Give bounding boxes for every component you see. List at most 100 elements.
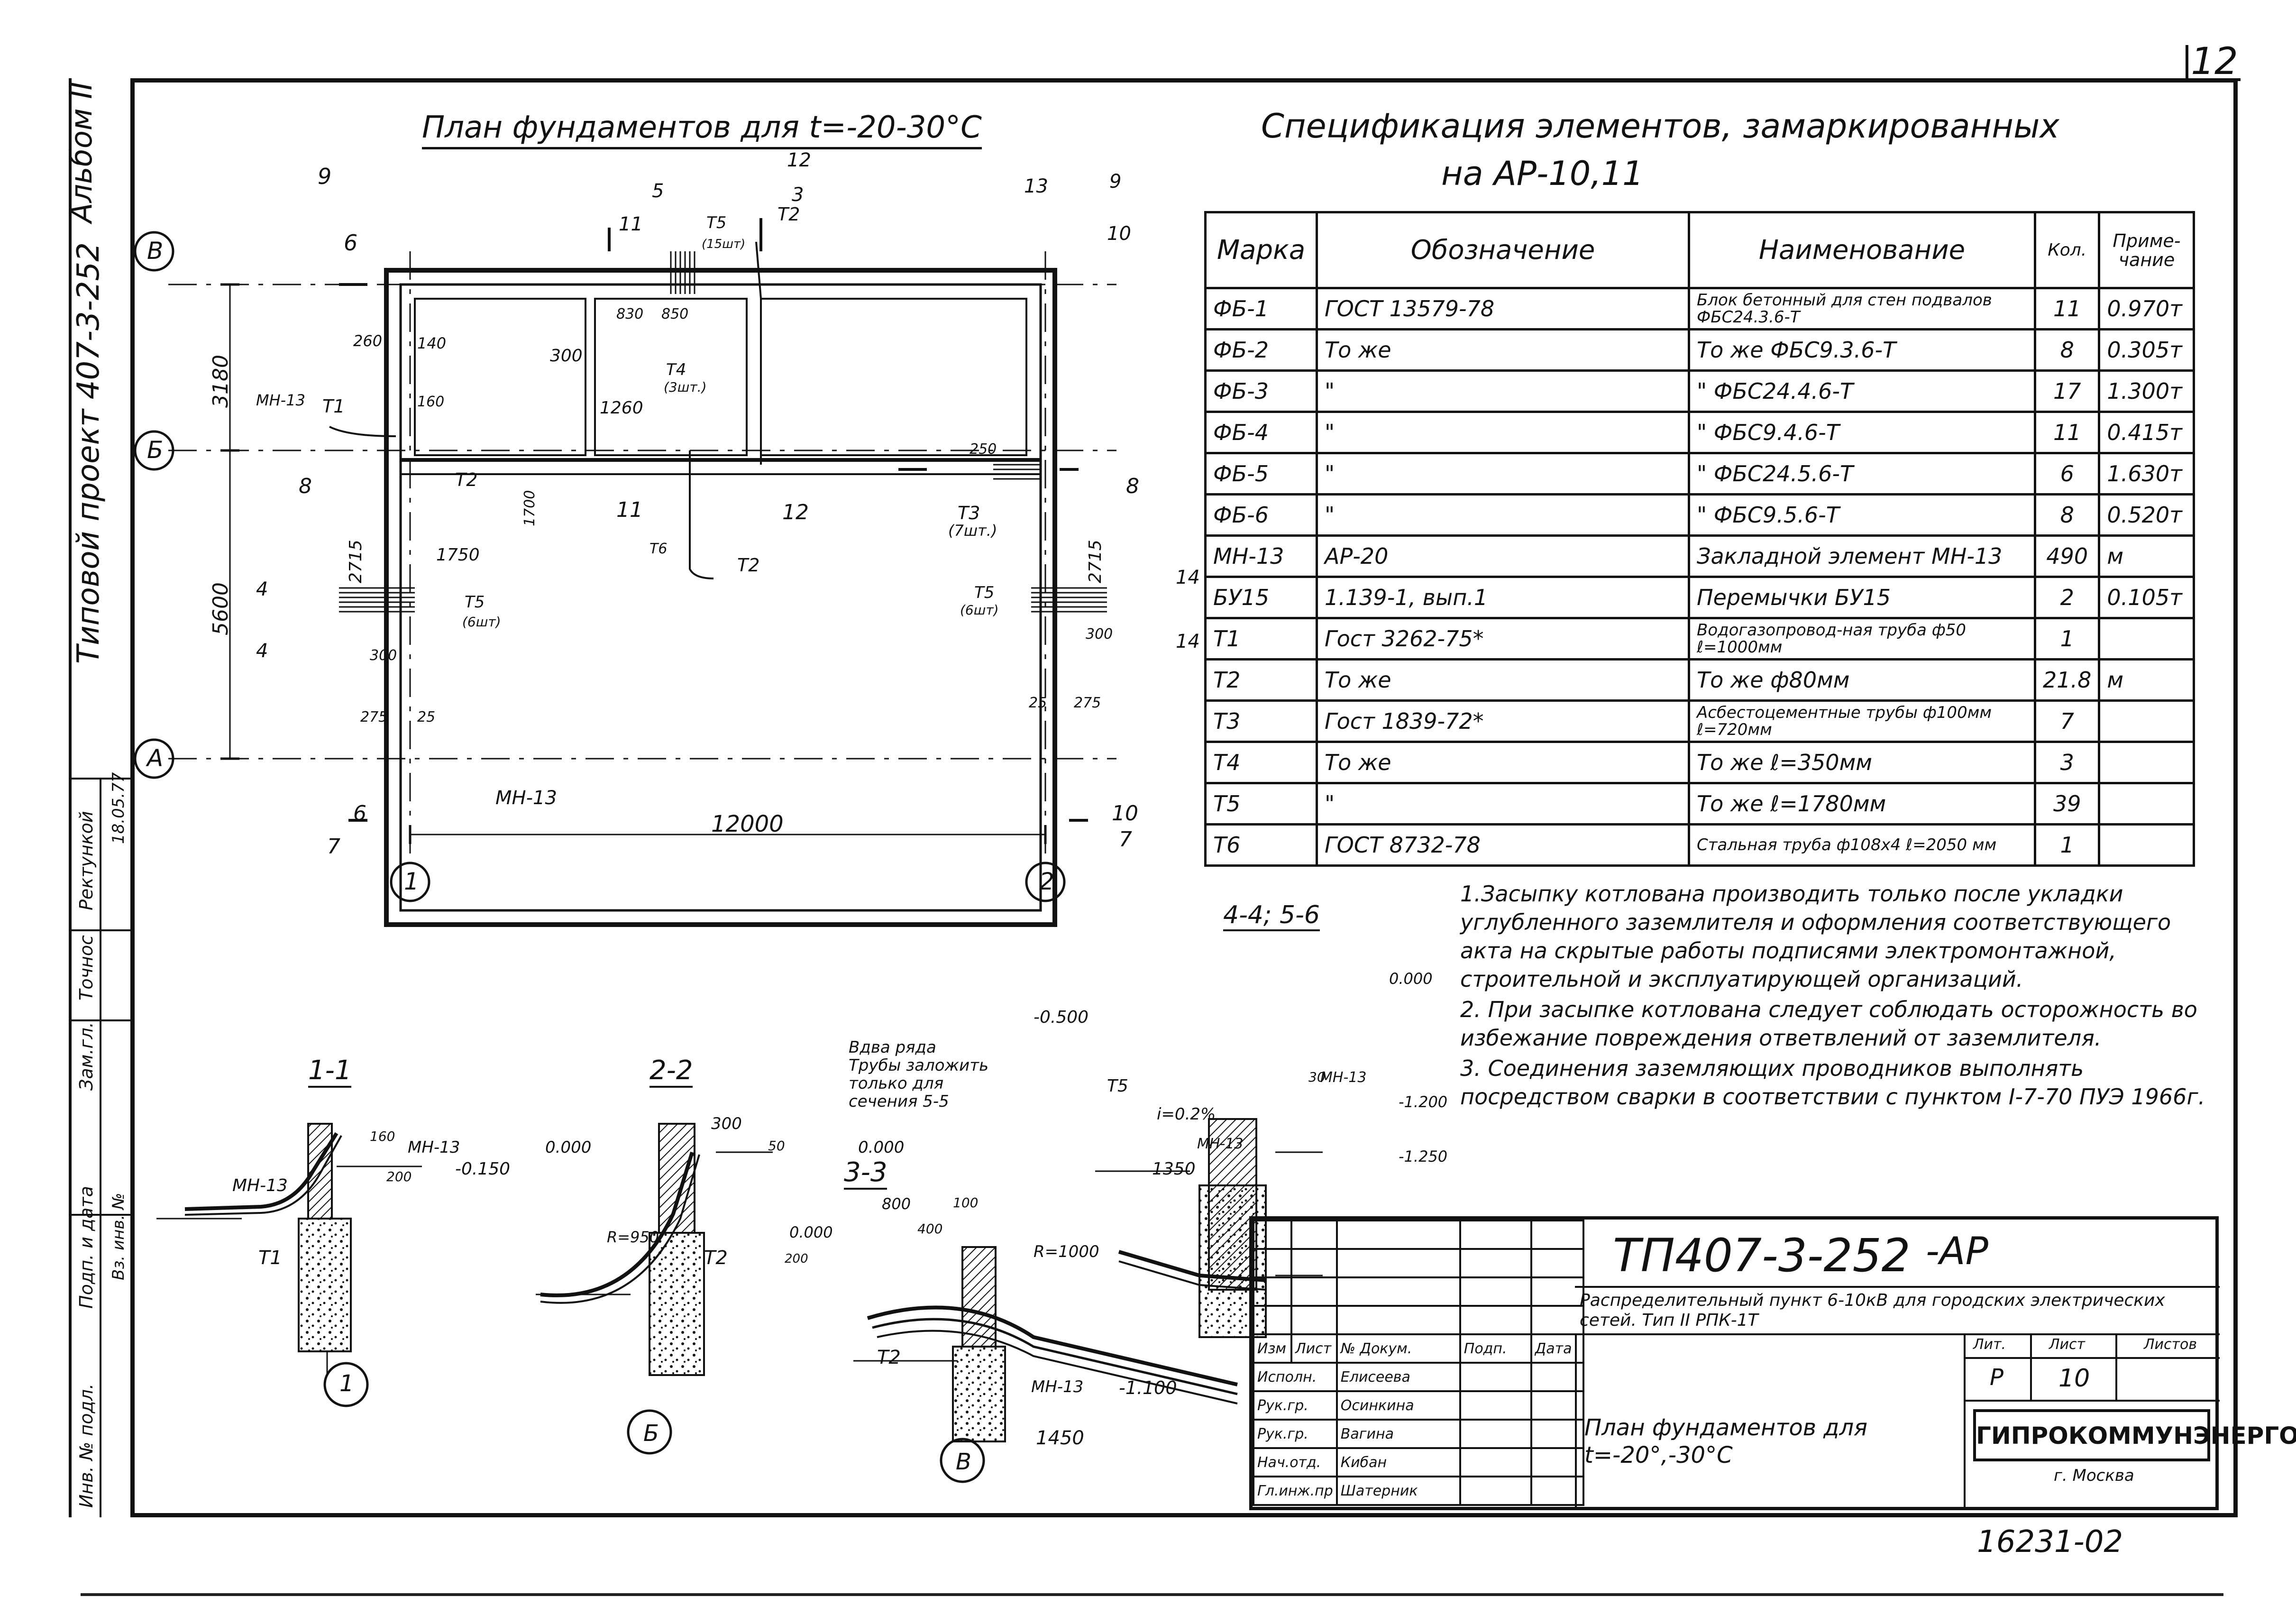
stamp-line [2030, 1333, 2032, 1400]
spec-cell-note: 0.970т [2098, 287, 2195, 330]
spec-cell-code: " [1316, 452, 1690, 495]
spec-cell-note: 1.630т [2098, 452, 2195, 495]
s44-slope: i=0.2% [1157, 1105, 1216, 1124]
spec-cell-qty: 1 [2033, 823, 2101, 867]
stamp-doc-suffix: -АР [1926, 1229, 1988, 1273]
spec-table: Марка Обозначение Наименование Кол. Прим… [1204, 211, 2195, 867]
strip-label-zam: Зам.гл. [76, 1022, 97, 1091]
spec-cell-note: 0.105т [2098, 576, 2195, 619]
spec-cell-note: м [2098, 534, 2195, 578]
cut-mark-8: 8 [1126, 474, 1139, 498]
section-1-1-title: 1-1 [308, 1055, 352, 1088]
cut-mark-4b: 4 [256, 640, 268, 662]
plan-t5-top-count: (15шт) [702, 237, 746, 251]
left-approval-strip [69, 78, 130, 1517]
spec-cell-qty: 2 [2033, 576, 2101, 619]
strip-divider [100, 778, 101, 1517]
plan-t3-count: (7шт.) [948, 522, 997, 540]
s44-level-1250: -1.250 [1399, 1147, 1448, 1165]
cut-mark-14: 14 [1176, 567, 1200, 588]
cut-mark-14b: 14 [1176, 631, 1200, 652]
spec-cell-mark: ФБ-4 [1204, 411, 1318, 454]
spec-cell-qty: 21.8 [2033, 658, 2101, 702]
spec-cell-name: " ФБС24.4.6-Т [1688, 369, 2036, 413]
strip-inv: Вз. инв. № [109, 1193, 128, 1280]
spec-title: Спецификация элементов, замаркированных [1261, 107, 2059, 146]
dim-250: 250 [970, 441, 997, 458]
dim-140: 140 [417, 334, 447, 352]
s33-mn13: МН-13 [1031, 1377, 1084, 1396]
spec-cell-note: 0.520т [2098, 493, 2195, 537]
spec-cell-qty: 17 [2033, 369, 2101, 413]
axis-a: А [147, 744, 164, 772]
s44-level-500: -0.500 [1034, 1008, 1089, 1027]
s33-100: 100 [953, 1195, 979, 1211]
spec-header-note: Приме- чание [2098, 211, 2195, 289]
spec-cell-name: Закладной элемент МН-13 [1688, 534, 2036, 578]
stamp-person-name: Шатерник [1336, 1476, 1461, 1506]
plan-t3: Т3 [958, 503, 980, 523]
stamp-doc-code: ТП407-3-252 [1613, 1229, 1911, 1282]
spec-cell-mark: Т2 [1204, 658, 1318, 702]
dim-1260: 1260 [600, 398, 643, 418]
stamp-role: Нач.отд. [1253, 1447, 1338, 1477]
s11-mn13-b: МН-13 [408, 1138, 460, 1157]
spec-cell-qty: 39 [2033, 782, 2101, 826]
section-3-3-title: 3-3 [844, 1157, 887, 1190]
footer-code: 16231-02 [1977, 1524, 2123, 1560]
plan-t5-left-count: (6шт) [462, 614, 501, 630]
spec-cell-mark: МН-13 [1204, 534, 1318, 578]
plan-title: План фундаментов для t=-20-30°C [422, 110, 982, 149]
dim-300: 300 [550, 346, 583, 366]
cut-mark-6: 6 [344, 230, 358, 256]
spec-cell-qty: 8 [2033, 328, 2101, 372]
spec-cell-note [2098, 617, 2195, 661]
axis-v: В [147, 237, 164, 265]
s33-level: 0.000 [789, 1223, 833, 1241]
stamp-org: ГИПРОКОММУНЭНЕРГО [1973, 1409, 2296, 1461]
s22-radius: R=950 [607, 1228, 659, 1246]
s11-t1: Т1 [258, 1247, 282, 1269]
s44-level-1200: -1.200 [1399, 1093, 1448, 1111]
dim-2715-right: 2715 [1086, 540, 1105, 583]
spec-cell-name: Блок бетонный для стен подвалов ФБС24.3.… [1688, 287, 2036, 330]
stamp-sheets-head: Листов [2144, 1336, 2197, 1353]
stamp-sheet-title: План фундаментов для t=-20°,-30°C [1584, 1414, 1867, 1468]
spec-cell-note: 0.415т [2098, 411, 2195, 454]
s22-axis: Б [643, 1420, 659, 1447]
spec-header-code: Обозначение [1316, 211, 1690, 289]
dim-300b: 300 [370, 647, 397, 664]
bottom-rule [81, 1593, 2223, 1596]
spec-cell-mark: Т5 [1204, 782, 1318, 826]
spec-cell-name: " ФБС9.4.6-Т [1688, 411, 2036, 454]
spec-cell-qty: 7 [2033, 699, 2101, 743]
stamp-col-sign: Подп. [1459, 1333, 1532, 1364]
spec-cell-mark: Т3 [1204, 699, 1318, 743]
spec-cell-name: Асбестоцементные трубы ф100мм ℓ=720мм [1688, 699, 2036, 743]
cut-mark-10b: 10 [1112, 801, 1138, 826]
s22-50: 50 [768, 1138, 785, 1154]
dim-12000: 12000 [711, 811, 784, 837]
spec-cell-code: То же [1316, 658, 1690, 702]
cut-mark-10: 10 [1107, 223, 1131, 245]
plan-t6: Т6 [649, 541, 668, 557]
spec-cell-qty: 11 [2033, 287, 2101, 330]
strip-label-rect: Ректункой [76, 811, 97, 910]
s44-mn13-a: МН-13 [1320, 1069, 1367, 1086]
dim-5600: 5600 [209, 582, 233, 635]
spec-cell-code: ГОСТ 13579-78 [1316, 287, 1690, 330]
s11-200: 200 [386, 1169, 412, 1184]
spec-cell-qty: 3 [2033, 741, 2101, 784]
cut-mark-9b: 9 [1109, 171, 1122, 193]
dim-260: 260 [353, 332, 383, 350]
strip-label-inv: Инв. № подл. [76, 1383, 97, 1508]
dim-25a: 25 [417, 709, 436, 725]
stamp-person-row: Рук.гр.Вагина [1253, 1419, 1584, 1449]
cut-mark-5: 5 [652, 180, 664, 202]
strip-date: 18.05.77 [109, 772, 128, 844]
spec-cell-code: " [1316, 493, 1690, 537]
stamp-description: Распределительный пункт 6-10кВ для город… [1580, 1291, 2165, 1330]
